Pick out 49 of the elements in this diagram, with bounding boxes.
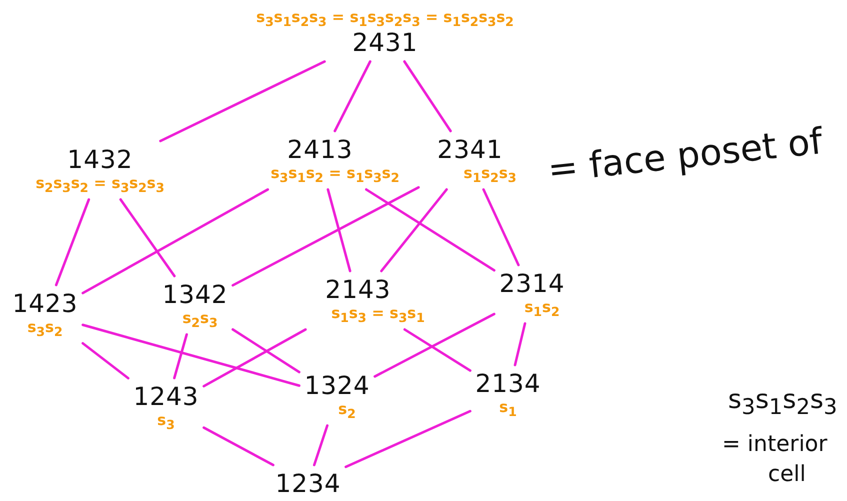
connector-line xyxy=(326,188,352,272)
connector-line xyxy=(403,60,452,132)
connector-line xyxy=(159,60,326,142)
reduced-word-label: s$_{3}$s$_{1}$s$_{2}$ = s$_{1}$s$_{3}$s$_{2}$ xyxy=(270,164,400,184)
note-text: = interior xyxy=(722,432,828,457)
connector-line xyxy=(365,188,496,272)
permutation-label: 1432 xyxy=(67,146,133,174)
note-text: s$_{3}$s$_{1}$s$_{2}$s$_{3}$ xyxy=(728,385,838,420)
permutation-label: 1234 xyxy=(275,470,341,498)
reduced-word-label: s$_{3}$s$_{2}$ xyxy=(27,318,63,338)
permutation-label: 2134 xyxy=(475,370,541,398)
permutation-label: 2314 xyxy=(499,270,565,298)
permutation-label: 1243 xyxy=(133,383,199,410)
connector-line xyxy=(482,188,520,266)
reduced-word-label: s$_{2}$s$_{3}$ xyxy=(182,308,218,330)
permutation-label: 1342 xyxy=(162,281,228,308)
permutation-label: 1324 xyxy=(304,372,370,400)
permutation-label: 1423 xyxy=(12,290,78,318)
connector-line xyxy=(232,186,420,287)
reduced-word-label: s$_{1}$s$_{3}$ = s$_{3}$s$_{1}$ xyxy=(331,304,425,324)
permutation-label: 2413 xyxy=(287,136,353,164)
connector-line xyxy=(82,324,300,387)
permutation-label: 2431 xyxy=(352,29,418,56)
connector-line xyxy=(82,188,270,294)
connector-line xyxy=(232,328,300,374)
connector-line xyxy=(334,60,372,132)
reduced-word-label: s$_{3}$s$_{1}$s$_{2}$s$_{3}$ = s$_{1}$s$_{3}$s$_{2}$s$_{3}$ = s$_{1}$s$_{2}$s$_{3}$s$_{2}$ xyxy=(256,8,514,29)
reduced-word-label: s$_{3}$ xyxy=(157,410,175,432)
permutation-label: 2143 xyxy=(325,276,391,304)
connector-line xyxy=(54,198,90,286)
reduced-word-label: s$_{2}$s$_{3}$s$_{2}$ = s$_{3}$s$_{2}$s$_{3}$ xyxy=(36,174,164,194)
connector-line xyxy=(173,333,188,380)
reduced-word-label: s$_{1}$s$_{2}$s$_{3}$ xyxy=(464,164,516,184)
connector-line xyxy=(374,312,496,378)
connector-line xyxy=(514,322,526,366)
note-text: = face poset of xyxy=(546,121,824,191)
note-text: cell xyxy=(768,462,806,487)
permutation-label: 2341 xyxy=(437,136,503,164)
connector-line xyxy=(119,198,176,278)
reduced-word-label: s$_{1}$s$_{2}$ xyxy=(524,298,560,318)
connector-line xyxy=(202,328,307,388)
connector-line xyxy=(202,426,274,466)
reduced-word-label: s$_{1}$ xyxy=(499,398,517,418)
connector-line xyxy=(380,188,448,272)
reduced-word-label: s$_{2}$ xyxy=(338,400,356,420)
connector-line xyxy=(344,410,472,468)
connector-line xyxy=(312,424,329,466)
connector-line xyxy=(403,328,472,372)
connector-line xyxy=(82,342,130,380)
